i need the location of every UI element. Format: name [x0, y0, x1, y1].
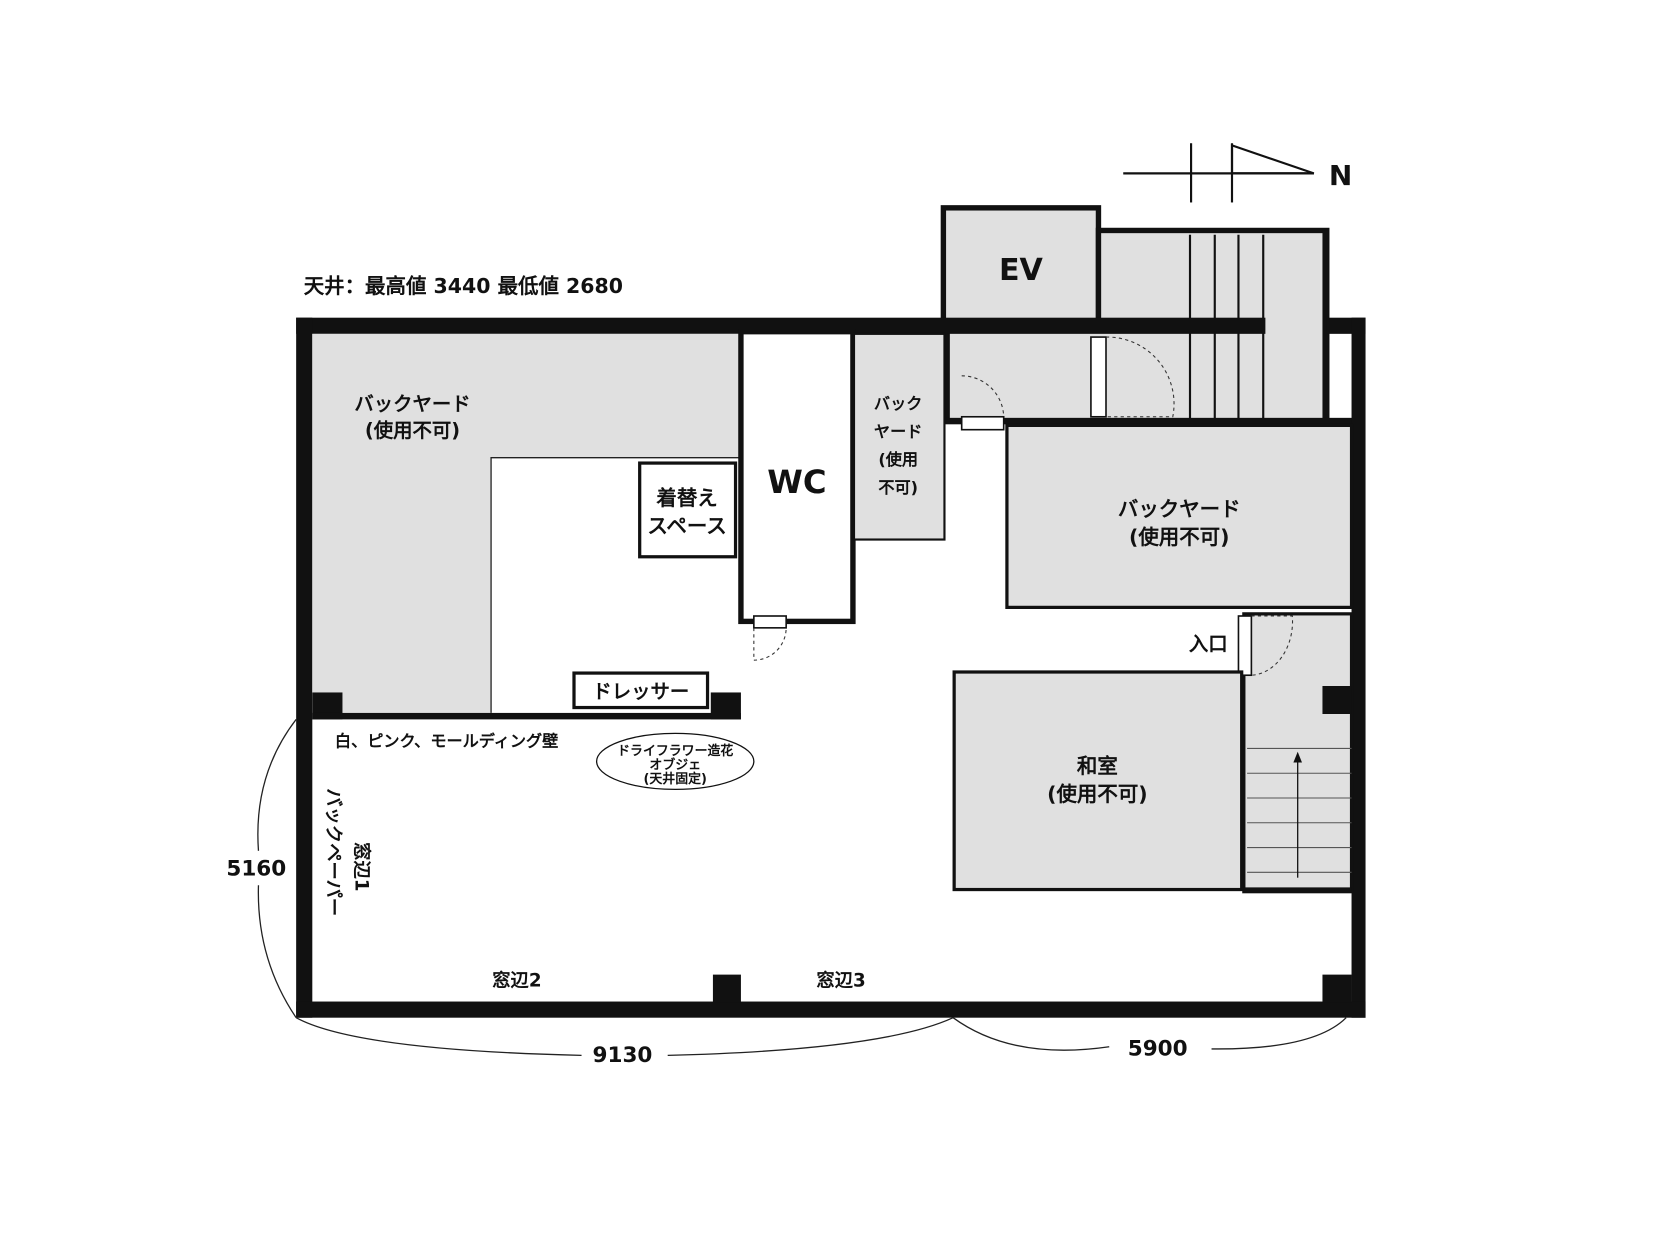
- dimension-arc-bottom-right: [952, 1017, 1347, 1051]
- corridor: [945, 328, 1325, 422]
- stair-up-arrow-icon: [1293, 751, 1302, 878]
- backyard-left: [312, 333, 741, 713]
- objet-note: (天井固定): [644, 771, 707, 787]
- backyard-door[interactable]: [960, 415, 1005, 431]
- washitsu-note: (使用不可): [1047, 782, 1148, 806]
- dimension-left: 5160: [226, 857, 286, 882]
- dresser-label: ドレッサー: [592, 680, 689, 703]
- elevator: [940, 205, 1102, 329]
- north-label: N: [1329, 159, 1352, 192]
- north-arrow-icon: [1123, 143, 1315, 203]
- wc-door[interactable]: [753, 615, 787, 629]
- window-1-label: 窓辺1: [350, 842, 372, 891]
- backyard-mid-label: バック: [874, 394, 922, 413]
- corridor-door[interactable]: [1090, 336, 1107, 418]
- backyard-mid-note: (使用: [878, 450, 918, 469]
- entrance-door[interactable]: [1237, 615, 1253, 677]
- dimension-bottom-left: 9130: [593, 1043, 653, 1068]
- changing-space-label-2: スペース: [647, 514, 726, 538]
- window-3-label: 窓辺3: [816, 969, 865, 991]
- washitsu-label: 和室: [1077, 754, 1118, 778]
- washitsu: [952, 670, 1244, 892]
- dimension-arc-bottom-left: [295, 1017, 954, 1057]
- backyard-right: [1005, 423, 1354, 609]
- dimension-arc-left: [257, 718, 297, 1019]
- objet-label-2: オブジェ: [649, 757, 701, 773]
- elevator-label: EV: [999, 253, 1044, 288]
- dried-flower-objet: [595, 732, 755, 791]
- backyard-mid: [852, 332, 946, 541]
- lower-stair-treads: [1247, 747, 1352, 873]
- objet-label: ドライフラワー造花: [617, 743, 733, 759]
- backyard-mid-note-2: 不可): [878, 478, 918, 497]
- backyard-right-label: バックヤード: [1118, 497, 1241, 521]
- entrance-label: 入口: [1189, 632, 1228, 655]
- backyard-left-label: バックヤード: [354, 392, 470, 415]
- wall-note: 白、ピンク、モールディング壁: [335, 731, 558, 750]
- backpaper-label: バックペーパー: [322, 788, 343, 916]
- backyard-left-note: (使用不可): [365, 419, 460, 442]
- ceiling-height-note: 天井：最高値 3440 最低値 2680: [304, 274, 623, 298]
- dimension-bottom-right: 5900: [1128, 1036, 1188, 1061]
- wc: [738, 329, 856, 625]
- changing-space: [638, 461, 738, 559]
- wc-label: WC: [767, 463, 826, 501]
- stair-treads-lower: [1188, 328, 1265, 420]
- dresser: [572, 671, 710, 710]
- backyard-right-note: (使用不可): [1129, 525, 1230, 549]
- window-2-label: 窓辺2: [492, 969, 541, 991]
- backyard-mid-label-2: ヤード: [874, 422, 922, 441]
- changing-space-label: 着替え: [655, 486, 717, 510]
